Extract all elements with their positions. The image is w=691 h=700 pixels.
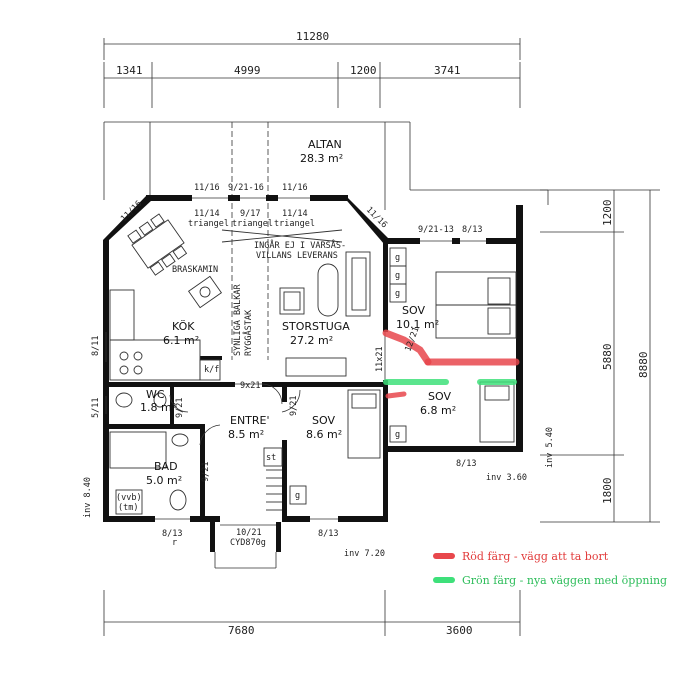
label-kf: k/f — [204, 365, 219, 375]
room-storstuga-name: STORSTUGA — [282, 320, 350, 333]
legend: Röd färg - vägg att ta bort Grön färg - … — [433, 550, 667, 587]
room-wc-area: 1.8 m² — [140, 401, 176, 414]
opening-11-16-left: 11/16 — [119, 199, 144, 224]
openings — [105, 197, 486, 569]
level-inv-360: inv 3.60 — [486, 473, 527, 483]
dimension-lines — [103, 38, 660, 636]
opening-11x21: 11x21 — [375, 346, 385, 372]
room-bad-name: BAD — [154, 460, 178, 473]
opening-9-21-13: 9/21-13 — [418, 225, 454, 235]
room-sov3-area: 8.6 m² — [306, 428, 342, 441]
dim-bottom-2: 3600 — [446, 624, 473, 637]
opening-10-21: 10/21 — [236, 528, 262, 538]
room-sov2-area: 6.8 m² — [420, 404, 456, 417]
opening-11-16-b: 11/16 — [282, 183, 308, 193]
label-triangel-2: triangel — [232, 219, 273, 229]
room-storstuga-area: 27.2 m² — [290, 334, 333, 347]
label-tm: (tm) — [118, 503, 138, 513]
room-bad-area: 5.0 m² — [146, 474, 182, 487]
label-ingar-1: INGÅR EJ I VARSÅS- — [254, 239, 346, 251]
label-g-3: g — [395, 289, 400, 299]
label-cyd: CYD870g — [230, 538, 266, 548]
label-r: r — [172, 538, 177, 548]
label-ingar-2: VILLANS LEVERANS — [256, 251, 338, 261]
dim-right-2: 5880 — [601, 344, 614, 371]
label-st: st — [266, 453, 276, 463]
opening-11-14-a: 11/14 — [194, 209, 220, 219]
level-inv-540: inv 5.40 — [545, 427, 555, 468]
level-inv-720: inv 7.20 — [344, 549, 385, 559]
dim-right-1: 1200 — [601, 200, 614, 227]
dim-right-3: 1800 — [601, 478, 614, 505]
dim-bottom-1: 7680 — [228, 624, 255, 637]
opening-9-21-sov: 9/21 — [289, 396, 299, 416]
room-altan-area: 28.3 m² — [300, 152, 343, 165]
room-sov2-name: SOV — [428, 390, 451, 403]
opening-8-13-sov2: 8/13 — [456, 459, 476, 469]
room-entre-name: ENTRE' — [230, 414, 270, 427]
room-sov1-area: 10.1 m² — [396, 318, 439, 331]
label-triangel-3: triangel — [274, 219, 315, 229]
opening-8-13-bad: 8/13 — [162, 529, 182, 539]
opening-11-16-a: 11/16 — [194, 183, 220, 193]
opening-9x21: 9x21 — [240, 381, 260, 391]
opening-11-14-b: 11/14 — [282, 209, 308, 219]
label-g-2: g — [395, 271, 400, 281]
label-g-5: g — [295, 491, 300, 501]
removed-walls-markup — [382, 329, 520, 399]
dim-total-width: 11280 — [296, 30, 329, 43]
opening-9-21-bad: 9/21 — [201, 462, 211, 482]
room-altan-name: ALTAN — [308, 138, 342, 151]
walls — [103, 195, 523, 552]
opening-9-21-wc: 9/21 — [175, 398, 185, 418]
room-kok-name: KÖK — [172, 320, 195, 333]
label-g-1: g — [395, 253, 400, 263]
room-kok-area: 6.1 m² — [163, 334, 199, 347]
dim-top-2: 4999 — [234, 64, 261, 77]
dim-top-1: 1341 — [116, 64, 143, 77]
legend-red-text: Röd färg - vägg att ta bort — [462, 550, 609, 563]
dim-top-4: 3741 — [434, 64, 461, 77]
opening-8-11: 8/11 — [91, 336, 101, 356]
opening-9-21-16: 9/21-16 — [228, 183, 264, 193]
room-sov3-name: SOV — [312, 414, 335, 427]
dim-right-total: 8880 — [637, 352, 650, 379]
opening-8-13-top: 8/13 — [462, 225, 482, 235]
label-balkar-1: SYNLIGA BALKAR — [233, 283, 243, 356]
label-braskamin: BRASKAMIN — [172, 265, 218, 275]
opening-5-11: 5/11 — [91, 398, 101, 418]
legend-green-text: Grön färg - nya väggen med öppning — [462, 574, 667, 587]
label-balkar-2: RYGGÅSTAK — [242, 309, 254, 356]
label-vvb: (vvb) — [116, 493, 142, 503]
label-triangel-1: triangel — [188, 219, 229, 229]
label-g-4: g — [395, 430, 400, 440]
opening-8-13-sov3: 8/13 — [318, 529, 338, 539]
room-entre-area: 8.5 m² — [228, 428, 264, 441]
furniture — [109, 213, 517, 515]
opening-9-17: 9/17 — [240, 209, 260, 219]
level-inv-840: inv 8.40 — [83, 477, 93, 518]
room-sov1-name: SOV — [402, 304, 425, 317]
room-wc-name: WC — [146, 388, 165, 401]
dim-top-3: 1200 — [350, 64, 377, 77]
